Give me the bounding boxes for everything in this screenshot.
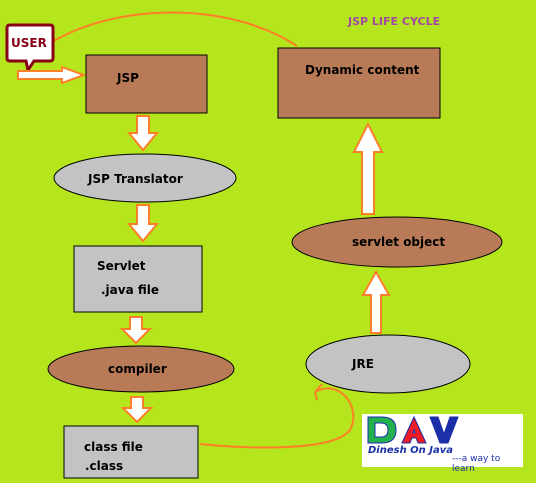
dav-letters-logo [367, 415, 459, 444]
servlet-to-compiler-arrow [119, 316, 153, 345]
dav-logo: Dinesh On Java ---a way to learn [362, 414, 523, 474]
translator-label: JSP Translator [87, 172, 183, 186]
jsp-box [85, 54, 208, 114]
compiler-label: compiler [108, 362, 167, 376]
user-label: USER [11, 36, 47, 50]
compiler-to-classfile-arrow [120, 396, 154, 424]
translator-to-servlet-arrow [126, 204, 160, 243]
dynamic-content-box [277, 47, 441, 119]
classfile-label: class file [84, 440, 143, 454]
servlet-file-label: .java file [101, 283, 159, 297]
jsp-label: JSP [116, 71, 139, 85]
classfile-box [63, 425, 199, 479]
servlet-object-label: servlet object [352, 235, 445, 249]
user-callout: USER [5, 23, 55, 74]
servlet-object-to-dynamic-arrow [352, 121, 384, 215]
logo-name: Dinesh On Java [368, 445, 454, 456]
jre-to-servlet-object-arrow [361, 269, 391, 334]
servlet-object-ellipse [291, 216, 503, 268]
classfile-ext-label: .class [85, 459, 123, 473]
jre-ellipse [305, 334, 471, 394]
translator-ellipse [53, 153, 237, 203]
jsp-to-translator-arrow [126, 115, 160, 152]
logo-tagline: ---a way to learn [452, 454, 501, 474]
jre-label: JRE [351, 357, 374, 371]
classfile-to-jre-connector [199, 387, 355, 449]
servlet-box [73, 245, 203, 313]
servlet-label: Servlet [97, 259, 146, 273]
jre-connector-tip [314, 383, 323, 401]
dynamic-content-label: Dynamic content [305, 63, 420, 77]
diagram-title: JSP LIFE CYCLE [347, 15, 440, 28]
user-to-jsp-arrow [17, 65, 87, 85]
user-to-dynamic-connector [51, 11, 298, 47]
compiler-ellipse [47, 345, 235, 393]
